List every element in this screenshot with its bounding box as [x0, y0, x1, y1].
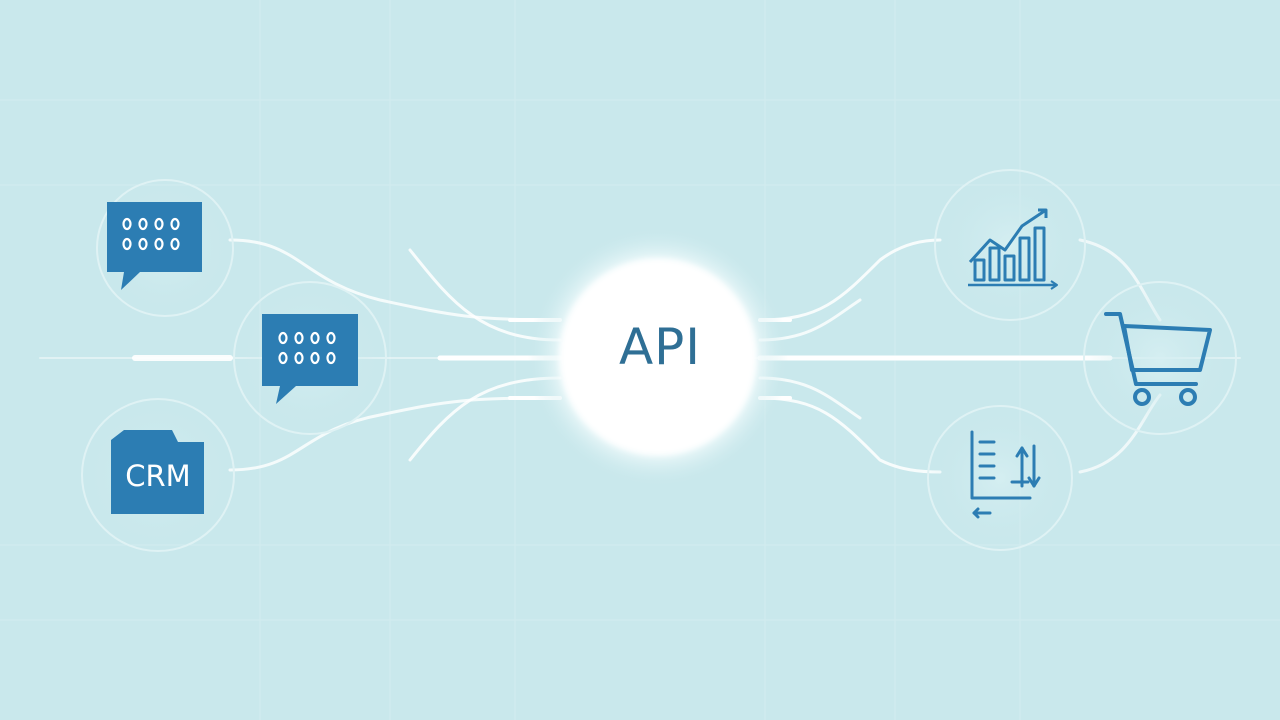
document-sort-icon [970, 430, 1041, 519]
api-hub [528, 227, 788, 487]
chat-bubble-icon [107, 202, 202, 290]
crm-label: CRM [125, 459, 191, 493]
bar-chart-trend-icon [968, 208, 1058, 290]
shopping-cart-icon [1104, 312, 1212, 406]
api-hub-label: API [618, 318, 702, 376]
chat-bubble-icon [262, 314, 358, 404]
crm-folder-icon [111, 430, 204, 514]
